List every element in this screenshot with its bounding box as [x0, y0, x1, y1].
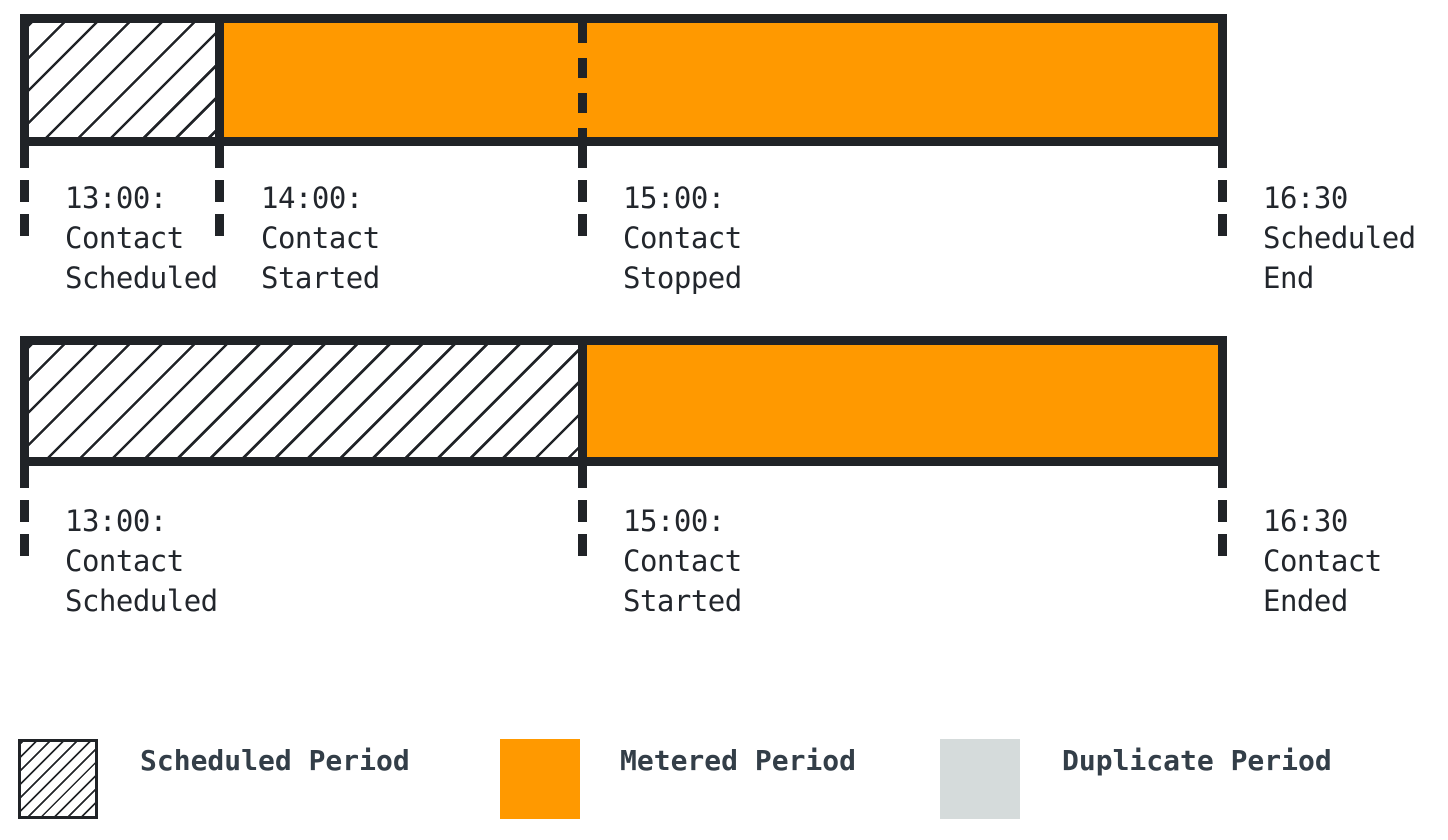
timeline1-metered-segment [224, 23, 1218, 137]
legend-label-scheduled: Scheduled Period [140, 744, 410, 777]
timeline2-contact-started-divider [578, 345, 587, 457]
marker-line3: Started [261, 261, 380, 295]
legend-label-metered: Metered Period [620, 744, 857, 777]
timeline1-marker-1500: 15:00: Contact Stopped [623, 178, 742, 298]
timeline2-scheduled-segment [29, 345, 578, 457]
legend-swatch-scheduled [18, 739, 98, 819]
marker-line3: End [1263, 261, 1314, 295]
timeline2-tick-1300 [20, 466, 29, 558]
marker-line2: Contact [623, 221, 742, 255]
timeline1-marker-1400: 14:00: Contact Started [261, 178, 380, 298]
marker-line2: Contact [65, 544, 184, 578]
timeline2-tick-1630 [1218, 466, 1227, 558]
marker-line3: Stopped [623, 261, 742, 295]
timeline2-marker-1630: 16:30 Contact Ended [1263, 501, 1382, 621]
timeline2-bar [20, 336, 1227, 466]
timeline1-tick-1300 [20, 146, 29, 238]
marker-time: 13:00: [65, 181, 167, 215]
marker-time: 14:00: [261, 181, 363, 215]
timeline1-marker-1630: 16:30 Scheduled End [1263, 178, 1416, 298]
legend-label-duplicate: Duplicate Period [1062, 744, 1332, 777]
timeline2-metered-segment [587, 345, 1218, 457]
marker-time: 13:00: [65, 504, 167, 538]
timeline1-tick-1630 [1218, 146, 1227, 238]
marker-line3: Ended [1263, 584, 1348, 618]
marker-time: 16:30 [1263, 181, 1348, 215]
marker-time: 15:00: [623, 181, 725, 215]
timeline2-tick-1500 [578, 466, 587, 558]
marker-line2: Contact [623, 544, 742, 578]
marker-line2: Scheduled [1263, 221, 1416, 255]
timeline1-contact-stopped-dashed-line [578, 23, 587, 137]
marker-line3: Scheduled [65, 261, 218, 295]
legend-swatch-duplicate [940, 739, 1020, 819]
timeline2-marker-1500: 15:00: Contact Started [623, 501, 742, 621]
timeline2-marker-1300: 13:00: Contact Scheduled [65, 501, 218, 621]
timeline1-tick-1500 [578, 146, 587, 238]
marker-time: 15:00: [623, 504, 725, 538]
timeline1-tick-1400 [215, 146, 224, 238]
timeline1-contact-started-divider [215, 23, 224, 137]
timeline1-marker-1300: 13:00: Contact Scheduled [65, 178, 218, 298]
marker-line2: Contact [65, 221, 184, 255]
marker-line2: Contact [1263, 544, 1382, 578]
marker-line3: Scheduled [65, 584, 218, 618]
legend-swatch-metered [500, 739, 580, 819]
marker-time: 16:30 [1263, 504, 1348, 538]
marker-line3: Started [623, 584, 742, 618]
timeline1-scheduled-segment [29, 23, 215, 137]
timeline1-bar [20, 14, 1227, 146]
marker-line2: Contact [261, 221, 380, 255]
